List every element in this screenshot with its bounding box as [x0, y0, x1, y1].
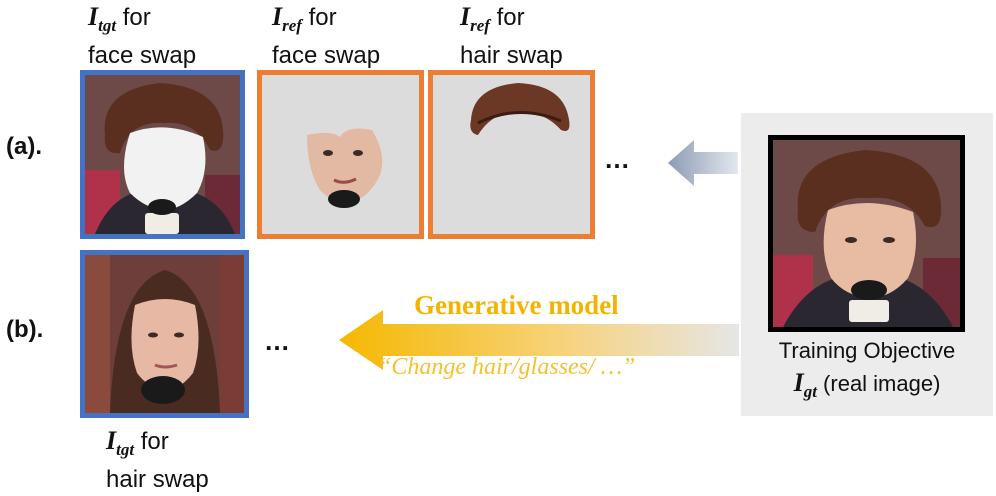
caption-target-hair-swap: Itgt for hair swap [106, 426, 209, 495]
ground-truth-image [768, 135, 965, 332]
caption-symbol: I [106, 426, 117, 455]
caption-suffix: for [301, 4, 337, 31]
caption-line2: hair swap [106, 466, 209, 493]
caption-symbol: I [793, 368, 804, 397]
caption-subscript: ref [470, 16, 490, 35]
edit-prompt-text: “Change hair/glasses/ …” [378, 354, 636, 380]
cropped-face-photo [262, 75, 419, 234]
caption-subscript: gt [803, 382, 817, 401]
more-items-ellipsis-b: … [264, 326, 291, 356]
cropped-hair-photo [433, 75, 590, 234]
woman-face-photo [85, 255, 244, 413]
generative-model-title: Generative model [414, 290, 619, 320]
caption-symbol: I [272, 2, 283, 31]
caption-target-face-swap: Itgt for face swap [88, 2, 196, 71]
caption-suffix: for [116, 4, 151, 31]
more-items-ellipsis-a: … [604, 144, 631, 174]
caption-line2: hair swap [460, 42, 563, 69]
caption-subscript: tgt [98, 16, 117, 35]
training-objective-label: Training Objective [778, 338, 956, 363]
caption-subscript: ref [282, 16, 302, 35]
ground-truth-caption: Igt (real image) [741, 368, 993, 402]
caption-suffix: (real image) [816, 371, 941, 396]
reference-image-hair-swap [428, 70, 595, 239]
target-image-hair-swap [80, 250, 249, 418]
row-label-b: (b). [6, 316, 44, 343]
generative-model-arrow [339, 310, 739, 370]
caption-subscript: tgt [116, 440, 135, 459]
caption-reference-face-swap: Iref for face swap [272, 2, 380, 71]
real-face-photo [773, 140, 960, 327]
masked-face-photo [85, 75, 240, 234]
caption-symbol: I [88, 2, 99, 31]
caption-symbol: I [460, 2, 471, 31]
reference-image-face-swap [257, 70, 424, 239]
caption-line2: face swap [88, 42, 197, 69]
caption-line2: face swap [272, 42, 381, 69]
caption-suffix: for [489, 4, 525, 31]
caption-suffix: for [134, 428, 169, 455]
target-image-face-swap [80, 70, 245, 239]
row-label-a: (a). [6, 133, 42, 160]
caption-reference-hair-swap: Iref for hair swap [460, 2, 563, 71]
grey-left-arrow [668, 140, 738, 186]
